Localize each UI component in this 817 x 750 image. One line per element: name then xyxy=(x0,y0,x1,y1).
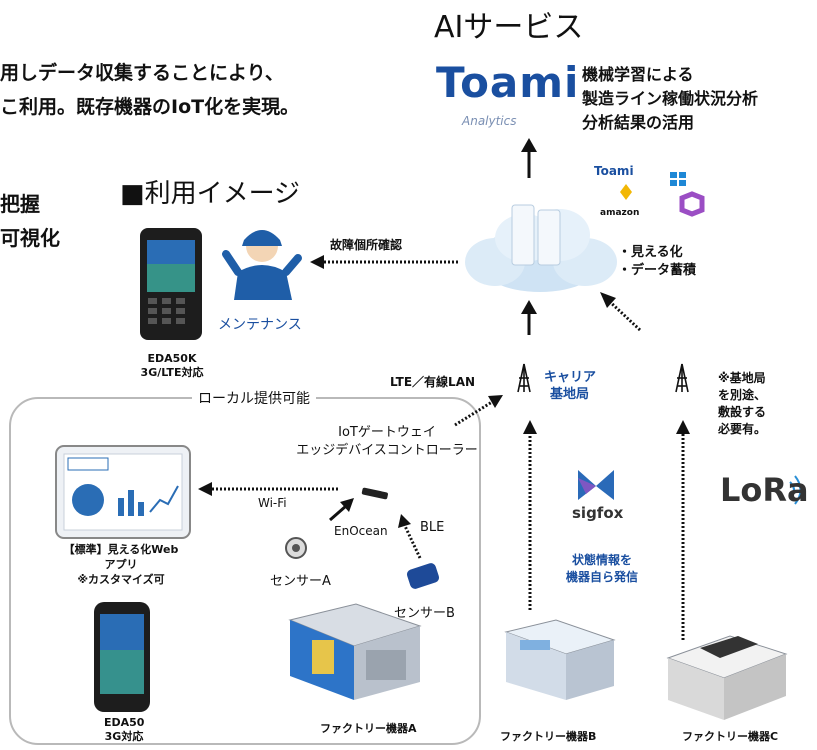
webapp-line: アプリ xyxy=(104,558,138,571)
lora-label: LoRa xyxy=(720,471,809,509)
carrier-label: キャリア 基地局 xyxy=(544,369,596,403)
arrow-lte xyxy=(454,395,503,427)
arrow-enocean xyxy=(329,498,354,522)
gateway-line: IoTゲートウェイ xyxy=(338,425,436,440)
eda50-device-icon xyxy=(94,602,150,712)
factory-c-label: ファクトリー機器C xyxy=(682,730,779,743)
header-line2: こ利用。既存機器のIoT化を実現。 xyxy=(0,96,300,118)
windows-logo-icon xyxy=(670,172,686,186)
base-station-note: ※基地局 を別途、 敷設する 必要有。 xyxy=(718,370,766,438)
toami-logo: Toami xyxy=(436,58,580,107)
note-line: 敷設する xyxy=(718,405,767,419)
carrier-antenna-icon xyxy=(517,363,531,393)
web-app-tablet-icon xyxy=(55,445,191,539)
eda50k-name: EDA50K xyxy=(147,352,197,365)
maintenance-person-icon xyxy=(222,230,302,300)
sensor-a-label: センサーA xyxy=(270,574,331,589)
note-line: 必要有。 xyxy=(718,422,767,436)
factory-a-label: ファクトリー機器A xyxy=(320,722,417,735)
eda50-label: EDA50 3G対応 xyxy=(104,716,144,744)
toami-logo-sub: Analytics xyxy=(462,114,517,128)
arrow-sigfox-up xyxy=(523,420,537,610)
webapp-line: ※カスタマイズ可 xyxy=(77,573,165,586)
carrier-line: キャリア xyxy=(544,370,597,385)
sensor-b-label: センサーB xyxy=(394,606,455,621)
status-label: 状態情報を 機器自ら発信 xyxy=(552,552,652,586)
sigfox-logo-icon xyxy=(578,470,614,500)
arrow-wifi xyxy=(198,482,338,496)
cloud-logo-amazon: amazon xyxy=(600,208,640,218)
arrow-lora-up xyxy=(676,420,690,640)
gateway-device-icon xyxy=(361,487,388,500)
maintenance-arrow-label: 故障個所確認 xyxy=(330,238,403,252)
eda50-spec: 3G対応 xyxy=(104,730,144,743)
webapp-line: 【標準】見える化Web xyxy=(63,543,179,556)
lte-label: LTE／有線LAN xyxy=(390,375,476,389)
gateway-line: エッジデバイスコントローラー xyxy=(296,443,478,458)
ai-service-title: AIサービス xyxy=(434,10,584,45)
arrow-carrier-to-cloud xyxy=(521,300,537,335)
enocean-label: EnOcean xyxy=(334,524,388,538)
cloud-feature: ・データ蓄積 xyxy=(618,263,697,278)
factory-b-machine-icon xyxy=(504,619,616,700)
header-left2: 可視化 xyxy=(0,226,60,250)
usage-title: ■利用イメージ xyxy=(120,179,301,209)
sensor-b-icon xyxy=(406,563,440,589)
cloud-feature: ・見える化 xyxy=(618,245,683,260)
gateway-label: IoTゲートウェイ エッジデバイスコントローラー xyxy=(282,424,492,460)
cloud-features: ・見える化 ・データ蓄積 xyxy=(618,244,696,280)
status-line: 状態情報を xyxy=(571,553,632,567)
eda50k-label: EDA50K 3G/LTE対応 xyxy=(124,352,220,380)
status-line: 機器自ら発信 xyxy=(565,570,638,584)
factory-a-machine-icon xyxy=(288,603,422,700)
note-line: を別途、 xyxy=(718,388,767,402)
arrow-lora-to-cloud xyxy=(600,292,642,332)
lora-antenna-icon xyxy=(675,363,689,393)
ble-label: BLE xyxy=(420,520,445,535)
factory-b-label: ファクトリー機器B xyxy=(500,730,597,743)
aws-logo-icon xyxy=(620,184,632,200)
header-left1: 把握 xyxy=(0,192,40,216)
cloud-icon xyxy=(465,204,617,292)
arrow-cloud-to-ai xyxy=(521,138,537,178)
arrow-to-maintenance xyxy=(310,255,458,269)
cloud-logo-toami: Toami xyxy=(594,164,634,178)
eda50k-spec: 3G/LTE対応 xyxy=(140,366,204,379)
note-line: ※基地局 xyxy=(718,371,766,385)
ai-desc-line: 分析結果の活用 xyxy=(582,113,695,132)
ai-desc-line: 製造ライン稼働状況分析 xyxy=(582,89,759,108)
webapp-label: 【標準】見える化Web アプリ ※カスタマイズ可 xyxy=(36,542,206,587)
sensor-a-icon xyxy=(285,537,307,559)
maintenance-label: メンテナンス xyxy=(218,317,302,333)
sigfox-label: sigfox xyxy=(572,504,624,522)
wifi-label: Wi-Fi xyxy=(258,496,287,510)
eda50-name: EDA50 xyxy=(104,716,145,729)
eda50k-device-icon xyxy=(140,228,202,340)
arrow-ble xyxy=(398,514,422,559)
carrier-line: 基地局 xyxy=(550,387,590,402)
header-line1: 用しデータ収集することにより、 xyxy=(0,62,284,84)
hexagon-logo-icon xyxy=(679,191,705,217)
ai-desc-line: 機械学習による xyxy=(582,65,694,84)
factory-c-machine-icon xyxy=(666,635,788,720)
ai-service-desc: 機械学習による 製造ライン稼働状況分析 分析結果の活用 xyxy=(582,63,758,135)
local-label: ローカル提供可能 xyxy=(192,388,316,408)
lora-waves-icon xyxy=(789,475,802,505)
